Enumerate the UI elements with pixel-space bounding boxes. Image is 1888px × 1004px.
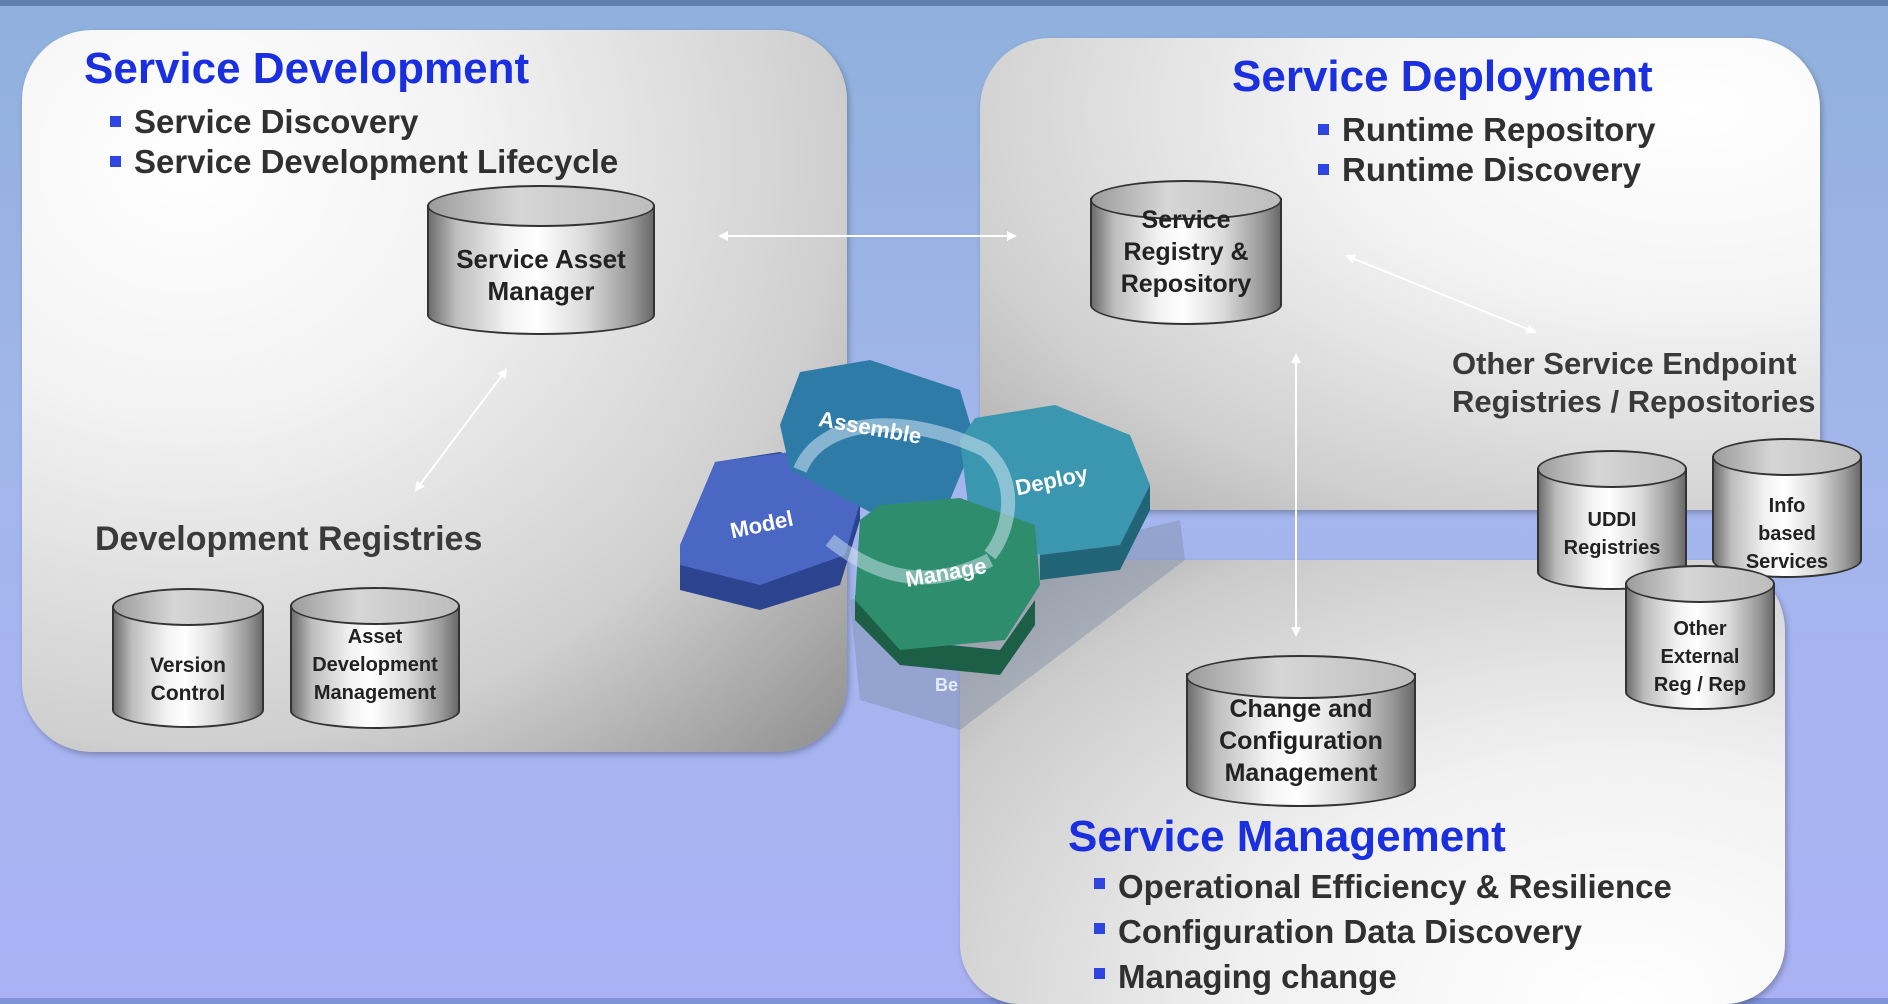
bullet-item: Runtime Discovery xyxy=(1318,150,1656,190)
service-registry-repository-cylinder: Service Registry & Repository xyxy=(1090,180,1282,325)
assemble-hex xyxy=(780,360,975,512)
lifecycle-swirl xyxy=(793,418,1016,560)
change-configuration-label: Change and Configuration Management xyxy=(1219,695,1383,787)
service-asset-manager-cylinder: Service Asset Manager xyxy=(427,185,655,335)
top-border xyxy=(0,0,1888,6)
manage-hex-side xyxy=(855,595,1035,675)
version-control-label: Version Control xyxy=(150,654,226,705)
uddi-registries-label: UDDI Registries xyxy=(1563,509,1661,559)
service-asset-manager-label: Service Asset Manager xyxy=(456,244,626,306)
other-external-cylinder: Other External Reg / Rep xyxy=(1625,565,1775,710)
registries-asset-arrow xyxy=(414,368,508,492)
info-based-services-label: Info based Services xyxy=(1745,495,1829,573)
service-management-bullets: Operational Efficiency & Resilience Conf… xyxy=(1094,864,1672,999)
other-registries-label-line2: Registries / Repositories xyxy=(1452,384,1816,419)
bullet-item: Service Development Lifecycle xyxy=(110,142,618,182)
bullet-item: Service Discovery xyxy=(110,102,618,142)
bullet-item: Runtime Repository xyxy=(1318,110,1656,150)
other-registries-label-line1: Other Service Endpoint xyxy=(1452,346,1797,381)
asset-development-management-cylinder: Asset Development Management xyxy=(290,587,460,729)
development-registries-label: Development Registries xyxy=(95,520,483,558)
model-hex xyxy=(680,452,865,585)
service-management-title: Service Management xyxy=(1068,812,1506,861)
hex-label-partial: Be xyxy=(935,675,959,695)
service-deployment-title: Service Deployment xyxy=(1232,52,1653,101)
bullet-item: Managing change xyxy=(1094,954,1672,999)
lifecycle-swirl-2 xyxy=(825,534,994,585)
service-development-bullets: Service Discovery Service Development Li… xyxy=(110,102,618,182)
service-development-title: Service Development xyxy=(84,44,530,93)
other-external-label: Other External Reg / Rep xyxy=(1653,618,1747,696)
asset-development-management-label: Asset Development Management xyxy=(312,626,438,704)
deploy-hex-side xyxy=(1040,485,1150,580)
bullet-item: Operational Efficiency & Resilience xyxy=(1094,864,1672,909)
version-control-cylinder: Version Control xyxy=(112,588,264,728)
uddi-registries-cylinder: UDDI Registries xyxy=(1537,450,1687,590)
info-based-services-cylinder: Info based Services xyxy=(1712,438,1862,578)
bottom-border xyxy=(0,998,1888,1004)
change-configuration-cylinder: Change and Configuration Management xyxy=(1186,655,1416,807)
service-registry-repository-label: Service Registry & Repository xyxy=(1120,206,1252,298)
service-deployment-bullets: Runtime Repository Runtime Discovery xyxy=(1318,110,1656,190)
registry-other-arrow xyxy=(1345,254,1537,334)
bullet-item: Configuration Data Discovery xyxy=(1094,909,1672,954)
